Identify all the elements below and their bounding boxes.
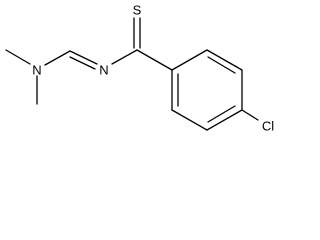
bond-ring-cl	[241, 109, 259, 121]
bond-methyl-upper	[5, 49, 31, 65]
ring-inner-1	[207, 56, 236, 74]
bonds	[5, 17, 259, 131]
ring-bond-1	[171, 49, 208, 71]
atom-label-s: S	[133, 3, 142, 18]
chemical-structure-diagram: N N S Cl	[5, 3, 274, 134]
bond-cthione-ring	[136, 49, 173, 71]
atom-labels: N N S Cl	[32, 3, 274, 134]
bond-n-cthione	[111, 49, 138, 65]
bond-ch-n-double-a	[69, 50, 98, 65]
ring-bond-5	[171, 109, 208, 131]
ring-bond-4	[206, 109, 243, 131]
ring-bond-2	[206, 49, 243, 71]
ring-inner-2	[207, 105, 236, 123]
bond-n-ch	[44, 50, 71, 66]
bond-ch-n-double-b	[69, 56, 96, 70]
atom-label-n-amine: N	[32, 63, 41, 78]
atom-label-cl: Cl	[262, 119, 274, 134]
atom-label-n-imine: N	[99, 63, 108, 78]
